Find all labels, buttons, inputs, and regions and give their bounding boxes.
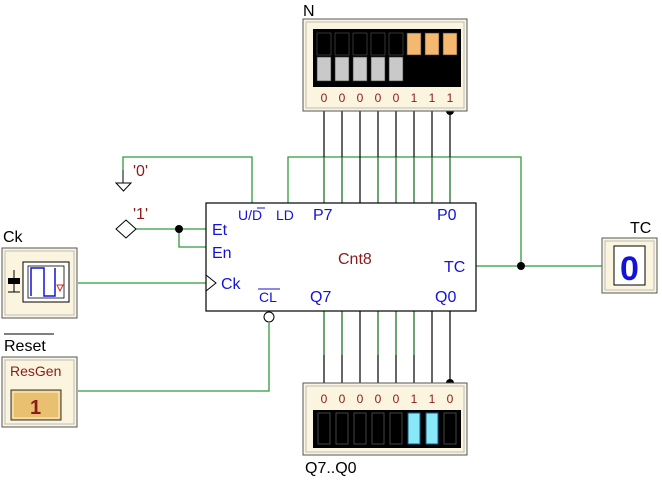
switch-bit-label: 0 [321, 91, 328, 105]
reset-gen-label: ResGen [10, 363, 61, 379]
pin-ud-label: U/D [238, 207, 262, 223]
display-bit-label: 0 [321, 392, 328, 406]
tc-output-label: TC [630, 220, 651, 237]
junction-dot [175, 225, 183, 233]
wire-ud [122, 156, 253, 205]
dip-switch-7[interactable] [316, 32, 332, 82]
dip-switch-5[interactable] [352, 32, 368, 82]
pin-ck-label: Ck [221, 276, 242, 293]
constant-zero-label: '0' [133, 163, 148, 180]
led-2 [407, 412, 421, 445]
pin-p7-label: P7 [313, 207, 333, 224]
wire-reset [78, 323, 270, 392]
reset-label: Reset [4, 338, 46, 355]
reset-generator[interactable] [1, 356, 78, 428]
pin-p0-label: P0 [437, 207, 457, 224]
counter-block[interactable] [205, 202, 477, 323]
led-array [317, 412, 457, 445]
switch-bit-label: 0 [357, 91, 364, 105]
output-bus [323, 311, 451, 383]
dip-switch-0[interactable] [442, 32, 458, 81]
pin-et-label: Et [212, 222, 228, 239]
led-7 [317, 412, 331, 445]
clock-label: Ck [3, 229, 24, 246]
led-1 [425, 412, 439, 445]
pin-ld-label: LD [276, 207, 294, 223]
led-5 [353, 412, 367, 445]
switch-array[interactable] [316, 32, 458, 82]
wires [78, 156, 602, 392]
display-bit-label: 0 [339, 392, 346, 406]
switch-bit-label: 1 [411, 91, 418, 105]
display-bit-label: 0 [357, 392, 364, 406]
pin-q0-label: Q0 [435, 289, 456, 306]
ground-symbol [114, 170, 133, 192]
switch-bit-label: 0 [375, 91, 382, 105]
pin-tc-label: TC [444, 259, 465, 276]
display-block-title: Q7..Q0 [305, 460, 357, 477]
led-6 [335, 412, 349, 445]
led-4 [371, 412, 385, 445]
display-bit-label: 0 [375, 392, 382, 406]
input-bus [323, 111, 451, 205]
tc-output-display [601, 237, 658, 294]
dip-switch-3[interactable] [388, 32, 404, 82]
display-bit-label: 1 [411, 392, 418, 406]
dip-switch-2[interactable] [406, 32, 422, 81]
counter-name: Cnt8 [338, 251, 372, 268]
wire-ld-feedback [287, 156, 522, 266]
switch-bit-label: 0 [339, 91, 346, 105]
led-3 [389, 412, 403, 445]
pin-q7-label: Q7 [310, 289, 331, 306]
reset-value[interactable]: 1 [30, 397, 41, 419]
clock-source[interactable] [1, 247, 78, 319]
dip-switch-6[interactable] [334, 32, 350, 82]
dip-switch-4[interactable] [370, 32, 386, 82]
pin-en-label: En [212, 245, 232, 262]
display-bit-label: 0 [447, 392, 454, 406]
switch-bit-label: 0 [393, 91, 400, 105]
pin-cl-label: CL [259, 289, 277, 305]
dip-switch-1[interactable] [424, 32, 440, 81]
constant-one-symbol [115, 219, 137, 239]
display-bit-label: 0 [393, 392, 400, 406]
display-bit-label: 1 [429, 392, 436, 406]
junction-dot [517, 262, 525, 270]
led-0 [443, 412, 457, 445]
switch-bit-label: 1 [447, 91, 454, 105]
constant-one-label: '1' [133, 206, 148, 223]
switch-bit-label: 1 [429, 91, 436, 105]
wire-en [178, 229, 210, 248]
tc-output-value: 0 [620, 250, 639, 288]
bus-highlight [323, 157, 451, 355]
switch-block-title: N [303, 3, 315, 20]
